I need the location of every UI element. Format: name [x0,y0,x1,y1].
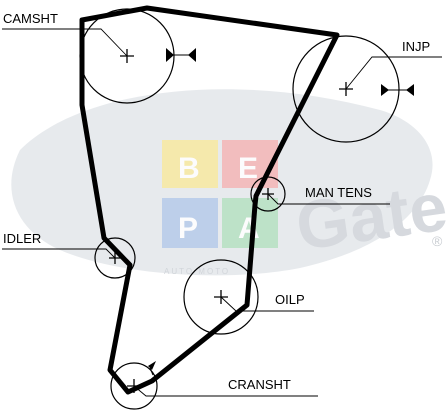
label-oil-pump: OILP [275,292,305,307]
label-idler: IDLER [3,231,41,246]
timing-mark-icon [166,48,196,62]
timing-mark-icon [148,361,156,376]
label-camshaft: CAMSHT [3,11,58,26]
label-injection-pump: INJP [402,39,430,54]
logo-caption: AUTO MOTO [164,267,230,276]
leader-injection-pump [345,56,442,90]
timing-mark-icon [381,84,414,96]
logo-tile-red [222,140,278,188]
label-crankshaft: CRANSHT [228,377,291,392]
gates-watermark: Gates ® B E P A AUTO MOTO [11,89,448,276]
label-manual-tensioner: MAN TENS [305,185,372,200]
logo-tile-blue [162,198,218,248]
timing-belt [79,5,340,395]
leader-lines [2,28,442,397]
watermark-registered-mark: ® [432,233,443,249]
camshaft-pulley [79,8,196,104]
injection-pump-pulley [292,35,414,143]
leader-camshaft [2,28,128,57]
crankshaft-pulley [110,361,158,410]
logo-tile-yellow [162,140,218,188]
logo-letter-1: B [178,152,200,185]
logo-letter-3: P [178,212,198,245]
watermark-swoosh [11,89,433,276]
leader-idler [2,248,116,259]
leader-oil-pump [220,296,314,312]
leader-manual-tensioner [267,193,390,205]
leader-crankshaft [133,385,318,397]
logo-letter-2: E [238,152,258,185]
bepa-logo: B E P A AUTO MOTO [162,140,278,276]
